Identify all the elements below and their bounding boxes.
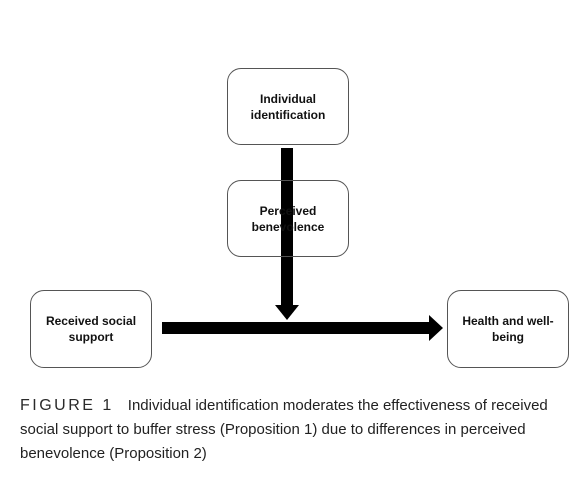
caption-text: Individual identification moderates the … [20,397,548,462]
horizontal-arrow-shaft [162,322,430,334]
vertical-arrow-head [275,305,299,320]
node-received-social-support: Received social support [30,290,152,368]
vertical-arrow-shaft [281,148,293,306]
horizontal-arrow-head [429,315,443,341]
arrows-layer [162,148,443,341]
figure-label: FIGURE 1 [20,397,114,414]
node-individual-identification: Individual identification [227,68,349,145]
node-perceived-benevolence: Perceived benevolence [227,180,349,257]
moderation-diagram: Individual identification Perceived bene… [30,68,569,368]
node-health-and-wellbeing: Health and well- being [447,290,569,368]
